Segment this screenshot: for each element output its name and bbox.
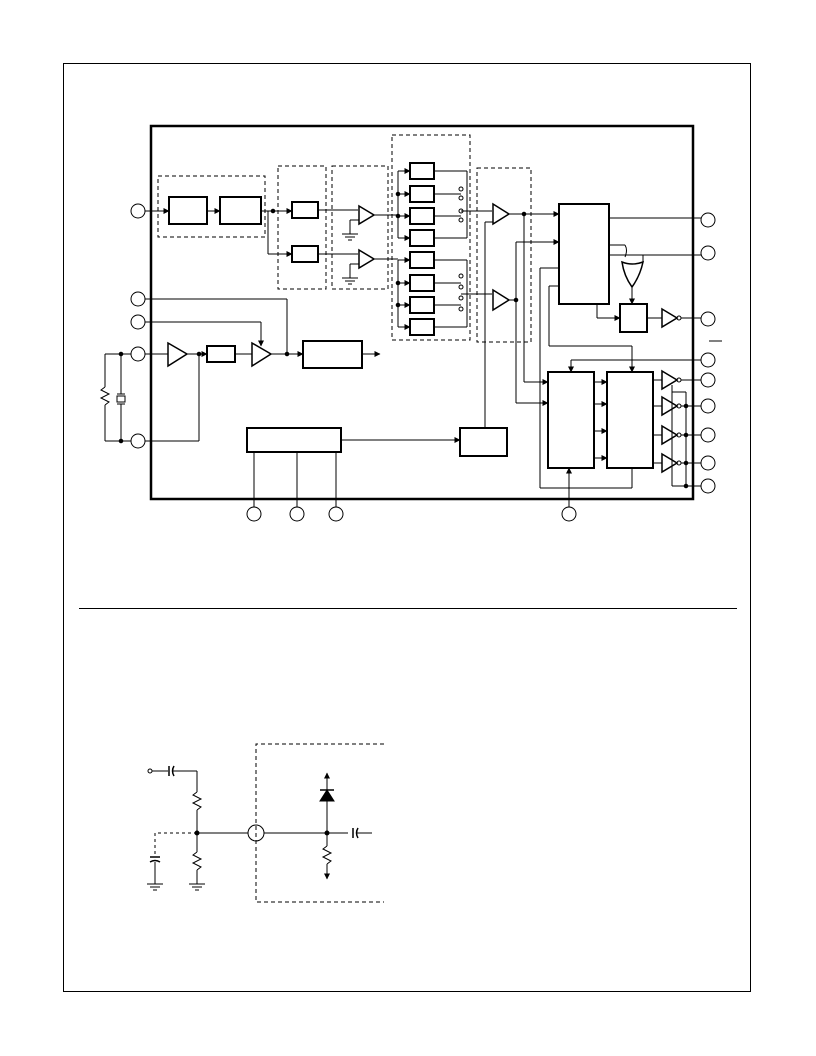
pin-right-9 xyxy=(700,478,716,494)
pin-bottom-2 xyxy=(289,506,305,522)
right-pins xyxy=(700,212,716,494)
pin-right-2 xyxy=(700,245,716,261)
input-chain-top xyxy=(145,196,358,263)
pin-bottom-3 xyxy=(328,506,344,522)
register-column xyxy=(395,162,492,336)
pin-right-8 xyxy=(700,455,716,471)
page-frame xyxy=(63,63,751,992)
chip-outline xyxy=(149,124,695,501)
pin-right-5 xyxy=(700,372,716,388)
control-block xyxy=(558,203,610,305)
dashed-groups xyxy=(157,134,532,343)
oscillator-chain xyxy=(145,298,381,442)
decoder-block xyxy=(606,371,654,469)
pin-right-4 xyxy=(700,352,716,368)
pin-bottom-1 xyxy=(246,506,262,522)
pin-right-1 xyxy=(700,212,716,228)
output-drivers xyxy=(653,369,701,489)
logic-blocks xyxy=(539,203,722,507)
pin-bottom-4 xyxy=(561,506,577,522)
crystal-network xyxy=(99,351,131,444)
bottom-section xyxy=(246,427,577,522)
pin-right-6 xyxy=(700,398,716,414)
latch-block xyxy=(459,427,508,457)
mux-amplifiers xyxy=(484,202,560,428)
pin-right-3 xyxy=(700,311,716,327)
section-divider xyxy=(79,608,737,609)
comparators xyxy=(342,204,398,285)
pin-right-7 xyxy=(700,427,716,443)
